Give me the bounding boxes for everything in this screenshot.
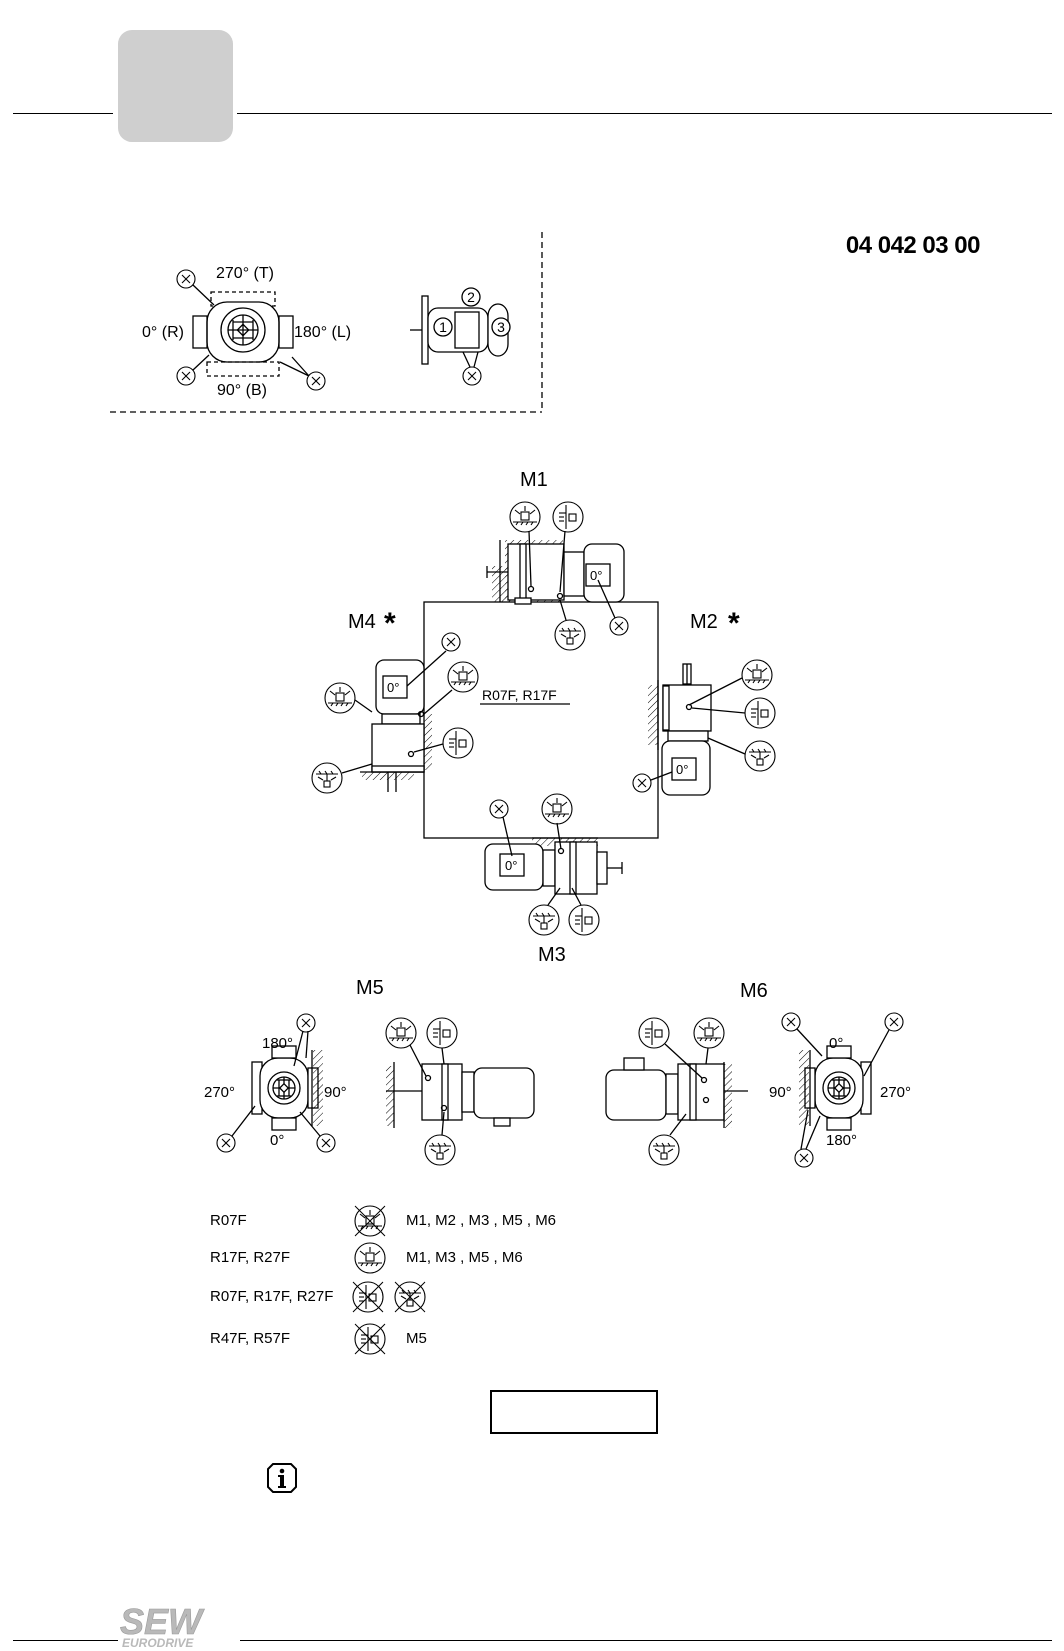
footer-rule-right <box>240 1640 1052 1641</box>
terminal-box-angle-labels: 270° (T) 0° (R) 180° (L) 90° (B) <box>142 265 351 399</box>
sew-eurodrive-logo: SEW EURODRIVE <box>120 1602 206 1648</box>
angle-left-label: 0° (R) <box>142 324 184 341</box>
position-label-m4: M4 <box>348 611 376 633</box>
legend-products: R17F, R27F <box>210 1249 291 1266</box>
legend-products: R47F, R57F <box>210 1330 291 1347</box>
m6-angle-bottom: 180° <box>826 1132 857 1149</box>
legend-products: R07F, R17F, R27F <box>210 1288 334 1305</box>
m3-terminal-box-label: 0° <box>505 858 517 873</box>
position-label-m5: M5 <box>356 977 384 999</box>
m2-asterisk: * <box>728 607 740 640</box>
angle-bottom-label: 90° (B) <box>217 382 267 399</box>
entry-position-2: 2 <box>467 289 475 305</box>
entry-position-1: 1 <box>439 319 447 335</box>
oil-level-icon <box>354 1323 386 1355</box>
position-label-m3: M3 <box>538 944 566 966</box>
m6-angle-top: 0° <box>829 1035 843 1052</box>
svg-text:EURODRIVE: EURODRIVE <box>122 1636 194 1648</box>
m4-terminal-box-label: 0° <box>387 680 399 695</box>
svg-text:SEW: SEW <box>120 1602 205 1642</box>
footer-rule-left <box>13 1640 118 1641</box>
legend-positions: M1, M3 , M5 , M6 <box>406 1249 523 1266</box>
m5-angle-bottom: 0° <box>270 1132 284 1149</box>
m4-product-note: R07F, R17F <box>482 687 557 703</box>
m5-angle-left: 270° <box>204 1084 235 1101</box>
m1-terminal-box-label: 0° <box>590 568 602 583</box>
drain-plug-icon <box>394 1281 426 1313</box>
angle-right-label: 180° (L) <box>294 324 351 341</box>
m2-terminal-box-label: 0° <box>676 762 688 777</box>
empty-label-box <box>490 1390 658 1434</box>
angle-top-label: 270° (T) <box>216 265 274 282</box>
breather-valve-icon <box>354 1242 386 1274</box>
position-label-m2: M2 <box>690 611 718 633</box>
m4-asterisk: * <box>384 607 396 640</box>
m6-angle-right: 270° <box>880 1084 911 1101</box>
document-number: 04 042 03 00 <box>845 232 981 259</box>
header-rule-right <box>237 113 1052 114</box>
header-rule-left <box>13 113 113 114</box>
legend-products: R07F <box>210 1212 247 1229</box>
legend-positions: M5 <box>406 1330 427 1347</box>
m6-angle-left: 90° <box>769 1084 792 1101</box>
m5-angle-right: 90° <box>324 1084 347 1101</box>
position-label-m6: M6 <box>740 980 768 1002</box>
entry-position-3: 3 <box>497 319 505 335</box>
breather-valve-icon <box>354 1205 386 1237</box>
m5-angle-top: 180° <box>262 1035 293 1052</box>
oil-level-icon <box>352 1281 384 1313</box>
legend-positions: M1, M2 , M3 , M5 , M6 <box>406 1212 557 1229</box>
info-icon <box>267 1463 297 1493</box>
position-label-m1: M1 <box>520 469 548 491</box>
chapter-tab-marker <box>118 30 233 142</box>
